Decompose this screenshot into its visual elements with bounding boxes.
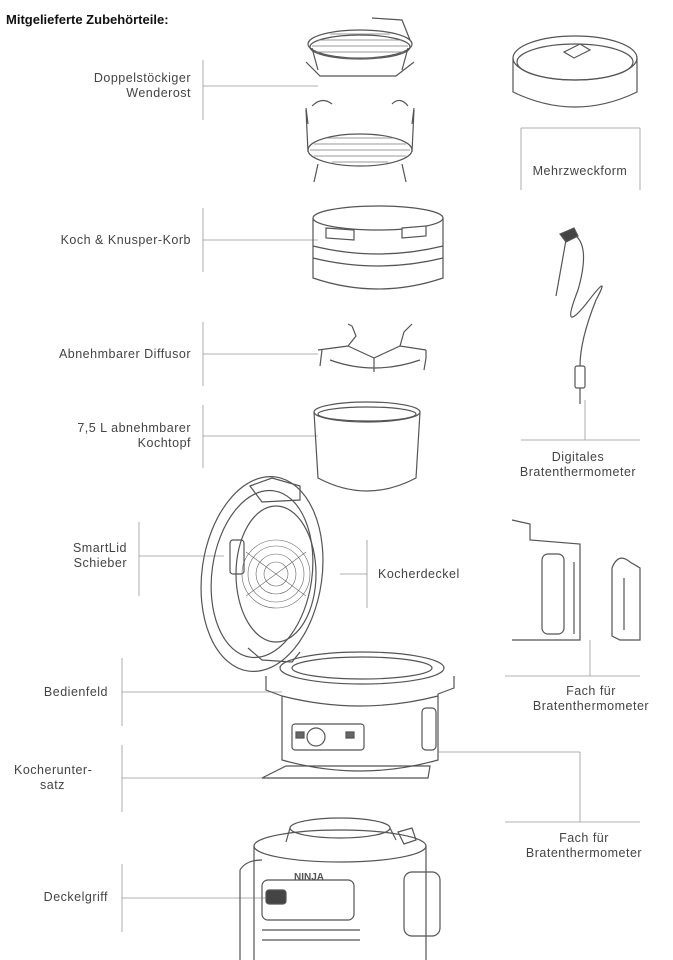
brand-logo: NINJA [294, 872, 324, 883]
leader-lines [122, 60, 640, 932]
label-diffuser: Abnehmbarer Diffusor [58, 347, 191, 361]
diffuser-drawing [318, 324, 426, 372]
cooker-lid-drawing [189, 469, 335, 680]
label-crisping-basket: Koch & Knusper-Korb [60, 233, 191, 247]
crisping-basket-drawing [313, 206, 443, 289]
cooker-base-drawing [262, 652, 454, 778]
label-lid-handle: Deckelgriff [43, 890, 108, 904]
label-multipurpose-pan: Mehrzweckform [532, 164, 628, 178]
cooker-closed-drawing [240, 818, 440, 960]
probe-holder-drawing [512, 520, 640, 640]
double-rack-drawing [306, 18, 414, 182]
thermometer-drawing [556, 228, 602, 404]
page-title: Mitgelieferte Zubehörteile: [6, 12, 169, 27]
label-cooker-lid: Kocherdeckel [378, 567, 460, 581]
multipurpose-pan-drawing [513, 36, 637, 107]
label-control-panel: Bedienfeld [43, 685, 108, 699]
label-cooker-base: Kocherunter-satz [14, 763, 93, 792]
cooking-pot-drawing [314, 402, 420, 491]
